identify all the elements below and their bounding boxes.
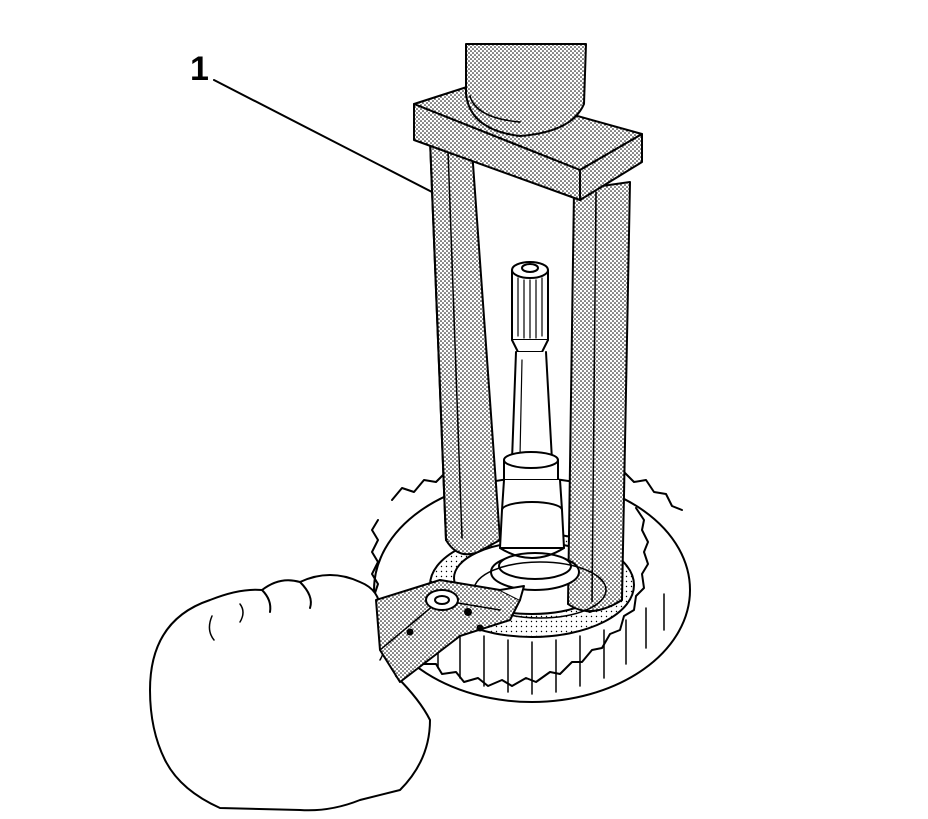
press-leg-left [429,139,501,556]
press-leg-right [567,181,631,613]
callout-label-1: 1 [190,50,209,88]
splined-shaft [473,261,607,619]
callout-leader-1 [213,79,433,193]
press-ram [465,43,587,137]
snap-ring-pliers [375,579,525,683]
